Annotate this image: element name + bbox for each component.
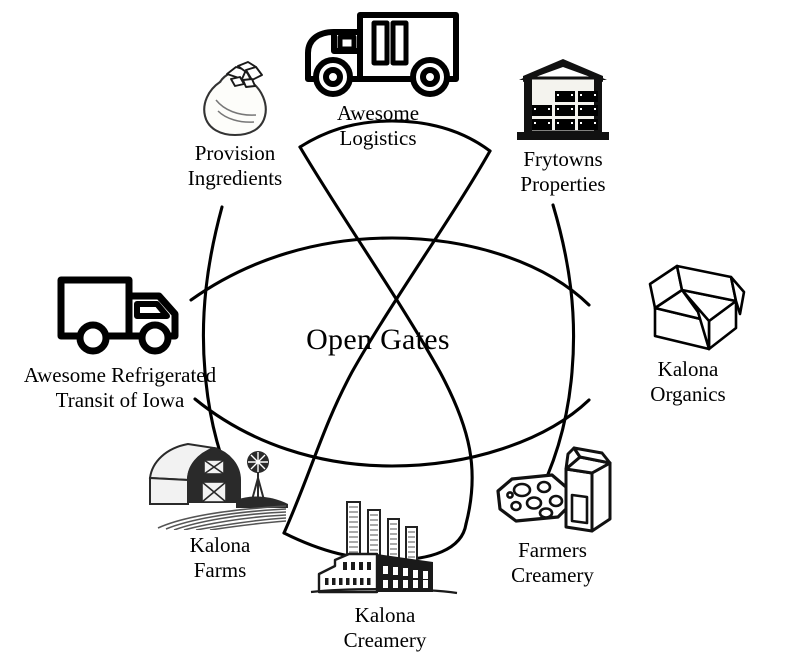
ingredient-sack-icon (194, 56, 276, 138)
open-box-icon (630, 252, 746, 354)
refrigerated-truck-icon (55, 272, 185, 360)
barn-farm-icon (140, 434, 300, 531)
warehouse-building-icon (511, 58, 615, 144)
node-label-kalona-organics: Kalona Organics (650, 357, 726, 406)
arc-top-left-to-bottom-right (298, 145, 474, 526)
arc-top-left-sweep (298, 119, 492, 153)
node-label-farmers-creamery: Farmers Creamery (511, 538, 594, 587)
arc-lower-horizontal (193, 397, 591, 468)
center-label: Open Gates (306, 323, 450, 356)
node-provision-ingredients[interactable]: Provision Ingredients (145, 56, 325, 191)
node-kalona-farms[interactable]: Kalona Farms (125, 434, 315, 583)
node-label-awesome-logistics: Awesome Logistics (336, 101, 420, 150)
node-kalona-creamery[interactable]: Kalona Creamery (285, 500, 485, 653)
node-label-provision-ingredients: Provision Ingredients (187, 141, 283, 190)
arc-right-vertical (532, 203, 576, 506)
node-awesome-logistics[interactable]: Awesome Logistics (283, 6, 473, 151)
node-frytowns-properties[interactable]: Frytowns Properties (478, 58, 648, 197)
node-awesome-refrigerated[interactable]: Awesome Refrigerated Transit of Iowa (0, 272, 240, 413)
factory-icon (305, 500, 465, 600)
node-label-kalona-creamery: Kalona Creamery (343, 603, 427, 652)
node-farmers-creamery[interactable]: Farmers Creamery (465, 443, 640, 588)
node-kalona-organics[interactable]: Kalona Organics (598, 252, 778, 407)
node-label-awesome-refrigerated: Awesome Refrigerated Transit of Iowa (23, 363, 217, 412)
cheese-and-milk-carton-icon (488, 443, 618, 535)
delivery-truck-icon (290, 6, 466, 98)
arc-upper-horizontal (189, 236, 591, 307)
node-label-kalona-farms: Kalona Farms (189, 533, 251, 582)
arc-top-right-to-bottom-left (282, 149, 492, 535)
node-label-frytowns-properties: Frytowns Properties (520, 147, 606, 196)
